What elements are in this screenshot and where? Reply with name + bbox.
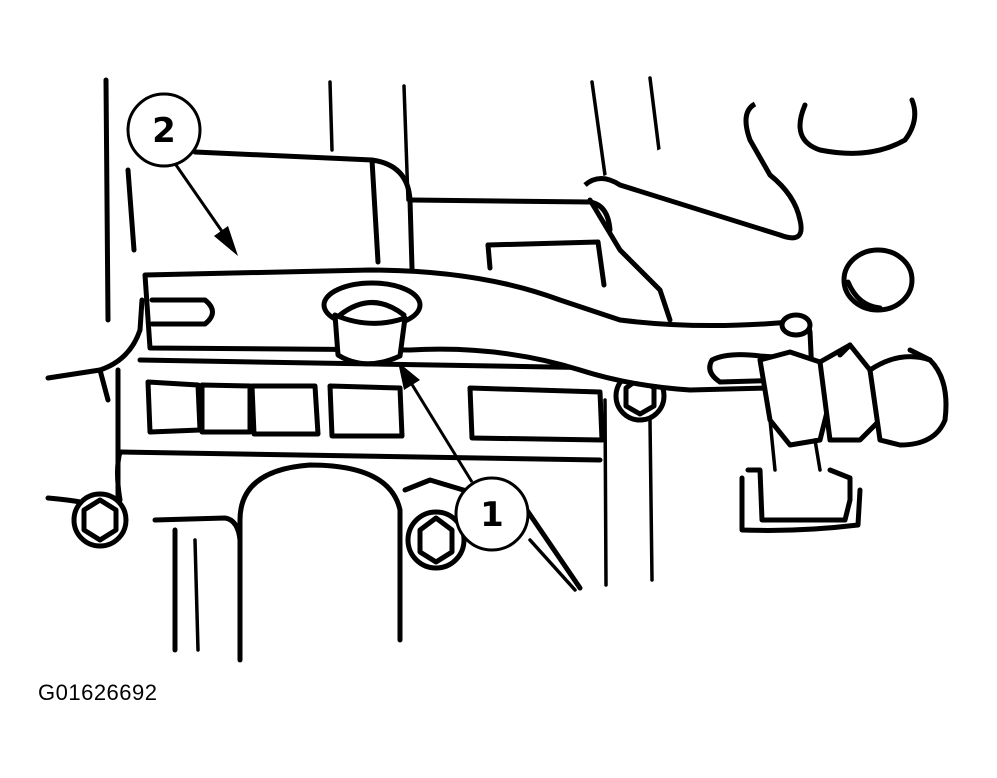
callout-1-arrowhead <box>398 362 420 390</box>
callout-2-leader <box>174 164 230 241</box>
bolt-lower-left <box>71 491 129 549</box>
lever-arm <box>142 267 815 393</box>
callout-2-arrowhead <box>214 226 238 256</box>
bolt-lower-center <box>405 509 467 571</box>
callout-1-label: 1 <box>480 495 504 535</box>
callout-1-circle <box>454 476 530 552</box>
callout-1: 1 <box>398 362 530 552</box>
linkage-end <box>739 342 949 533</box>
callout-1-leader <box>406 377 474 483</box>
callout-2-circle <box>126 92 202 168</box>
housing-outline <box>103 76 918 323</box>
callout-2-label: 2 <box>152 111 176 151</box>
figure-id: G01626692 <box>38 680 158 705</box>
retaining-bolt <box>321 280 423 367</box>
callout-2: 2 <box>126 92 238 256</box>
